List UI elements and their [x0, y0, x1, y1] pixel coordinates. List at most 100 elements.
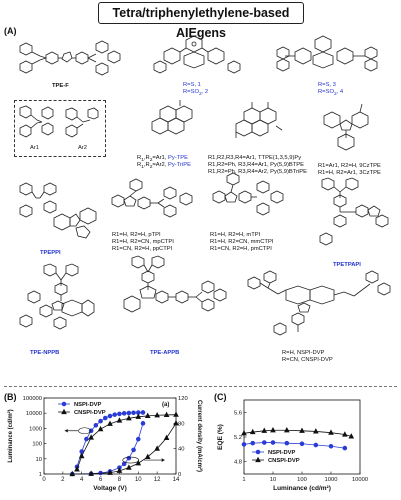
inner-label: (a)	[162, 402, 169, 408]
x-tick-label: 0	[42, 477, 46, 483]
cz-line-1: R1=Ar1, R2=H, 9CzTPE	[318, 163, 381, 169]
y-tick-label: 10	[36, 457, 42, 463]
y-tick-label: 1	[39, 472, 42, 478]
x-tick-label: 100	[297, 477, 307, 483]
cd-indicator-ellipse	[122, 456, 140, 464]
x-tick-label: 1000	[325, 477, 338, 483]
lum-arrow-head	[64, 428, 68, 433]
x-axis-label: Voltage (V)	[93, 485, 126, 492]
tpe-nppb-label: TPE-NPPB	[30, 350, 60, 356]
tpe-appb-structure	[123, 255, 227, 313]
data-point	[328, 429, 334, 435]
data-point	[93, 422, 99, 428]
ttpe-line-2: R1,R2=Ph, R3,R4=Ar1, Py(5,9)BTPE	[208, 162, 305, 168]
legend-marker	[61, 401, 67, 407]
data-point	[250, 440, 256, 446]
x-tick-label: 2	[61, 477, 65, 483]
tpeppi-structure	[19, 182, 97, 239]
y-tick-label: 1000	[29, 426, 42, 432]
pti-structure	[111, 178, 193, 218]
lum-indicator-ellipse	[78, 427, 91, 435]
y2-axis-label: Current density (mA/cm²)	[196, 400, 203, 472]
data-point	[140, 421, 146, 426]
ar1-label: Ar1	[30, 145, 40, 151]
pti-line-2: R1=H, R2=CN, mpCTPI	[112, 239, 174, 245]
compound-3-label: R=S, 3	[318, 82, 336, 88]
data-point	[126, 415, 132, 421]
ar2-label: Ar2	[78, 145, 88, 151]
data-point	[135, 459, 142, 466]
figure-title: Tetra/triphenylethylene-based AIEgens	[98, 2, 304, 40]
tpe-f-label: TPE-F	[52, 83, 69, 89]
series-line-3	[72, 423, 177, 475]
data-point	[173, 411, 179, 417]
plot-frame	[243, 399, 361, 475]
data-point	[299, 427, 305, 433]
series-line-1	[243, 429, 352, 437]
data-point	[107, 413, 113, 419]
cz-line-2: R1=H, R2=Ar1, 3CzTPE	[318, 170, 381, 176]
data-point	[131, 410, 136, 416]
data-point	[69, 470, 76, 477]
x-tick-label: 4	[80, 477, 84, 483]
legend-label: CNSPI-DVP	[268, 458, 300, 464]
data-point	[261, 440, 267, 445]
data-point	[144, 412, 151, 418]
pti-line-1: R1=H, R2=H, pTPI	[112, 232, 161, 238]
data-point	[154, 412, 160, 418]
data-point	[342, 431, 348, 437]
data-point	[313, 442, 319, 448]
compound-3-4-structure	[276, 35, 378, 72]
data-point	[261, 427, 268, 433]
data-point	[135, 413, 142, 419]
data-point	[112, 412, 118, 417]
data-point	[284, 440, 290, 446]
y2-tick-label: 0	[178, 472, 181, 478]
compound-1-2-structure	[153, 35, 241, 74]
y-tick-label: 10000	[26, 411, 42, 417]
legend-marker	[61, 408, 67, 415]
data-point	[299, 441, 305, 447]
y-tick-label: 5.2	[234, 435, 242, 441]
data-point	[241, 442, 247, 447]
data-point	[131, 447, 136, 453]
data-point	[163, 411, 170, 418]
compound-2-label: R=SO2, 2	[183, 89, 209, 98]
data-point	[121, 411, 127, 416]
y-axis-label: Luminance (cd/m²)	[7, 409, 14, 462]
data-point	[270, 440, 276, 445]
ttpe-line-1: R1,R2,R3,R4=Ar1, TTPE(1,3,5,9)Py	[208, 155, 302, 161]
data-point	[88, 434, 94, 440]
data-point	[98, 418, 103, 424]
x-tick-label: 14	[173, 477, 180, 483]
mti-line-3: R1=CN, R2=H, pmCTPI	[210, 246, 272, 252]
x-tick-label: 10000	[352, 477, 368, 483]
y-tick-label: 5.6	[234, 410, 242, 416]
data-point	[173, 420, 179, 426]
legend-label: CNSPI-DVP	[74, 410, 106, 416]
panel-a-label: (A)	[4, 26, 17, 36]
ttpe-line-3: R1,R2=Ph, R3,R4=Ar2, Py(5,9)BTriPE	[208, 169, 308, 175]
tpeppi-label: TPEPPI	[40, 250, 61, 256]
data-point	[144, 453, 151, 459]
panel-b-label: (B)	[4, 392, 17, 402]
data-point	[126, 410, 132, 416]
data-point	[107, 469, 113, 475]
y2-tick-label: 40	[178, 447, 184, 453]
y-tick-label: 4.8	[234, 460, 242, 466]
pti-line-3: R1=CN, R2=H, ppCTPI	[112, 246, 173, 252]
y-axis-label: EQE (%)	[217, 424, 224, 450]
ar2-structure	[65, 107, 99, 138]
data-point	[135, 436, 141, 442]
mti-structure	[212, 172, 284, 216]
y-tick-label: 100000	[23, 396, 42, 402]
compound-4-label: R=SO2, 4	[318, 89, 344, 98]
x-tick-label: 1	[242, 477, 245, 483]
y2-tick-label: 120	[178, 396, 188, 402]
ar1-structure	[19, 105, 54, 138]
data-point	[163, 434, 170, 440]
x-axis-label: Luminance (cd/m²)	[273, 485, 331, 492]
data-point	[249, 428, 256, 435]
